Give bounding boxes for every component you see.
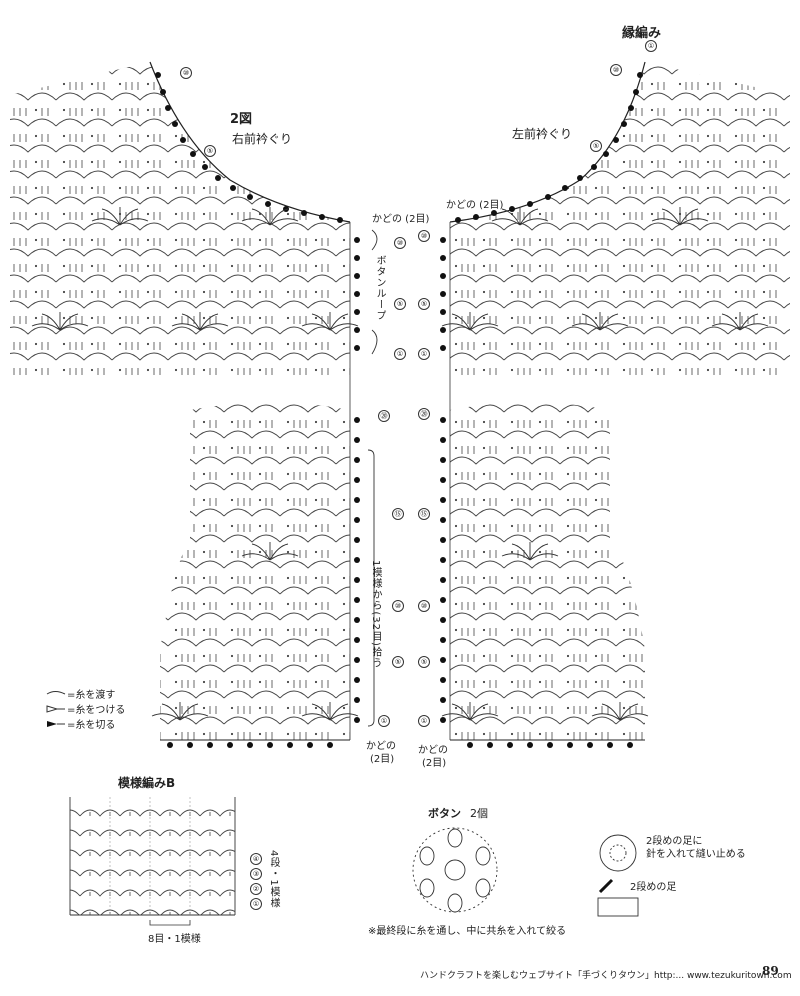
pass-yarn-icon	[46, 690, 66, 694]
row-number-3: ③	[250, 868, 262, 880]
kadono-bottom-left-2: (2目)	[422, 758, 447, 769]
row-number-10: ⑩	[418, 230, 430, 242]
row-number-10: ⑩	[180, 67, 192, 79]
row-number-1: ①	[378, 715, 390, 727]
row-number-1: ①	[394, 348, 406, 360]
right-neck-title: 右前衿ぐり	[232, 132, 293, 146]
kadono-top-right: かどの (2目)	[372, 214, 430, 225]
final-round-note: ※最終段に糸を通し、中に共糸を入れて絞る	[368, 926, 567, 937]
edging-title: 縁編み	[622, 26, 662, 41]
kadono-bottom-right-1: かどの	[366, 741, 396, 752]
button-sew-note-1: 2段めの足に	[646, 836, 703, 847]
row-number-20: ⑳	[418, 408, 430, 420]
repeat-rows-label: 4段・1模様	[268, 850, 279, 909]
row-number-1: ①	[645, 40, 657, 52]
legend-item: =糸を渡す	[45, 686, 125, 701]
legend-item: =糸を切る	[45, 716, 125, 731]
row-number-1: ①	[418, 715, 430, 727]
footer-site: ハンドクラフトを楽しむウェブサイト「手づくりタウン」http:... www.t…	[420, 971, 792, 981]
row-number-2: ②	[250, 883, 262, 895]
figure-title: 2図	[230, 112, 253, 127]
attach-yarn-icon	[46, 704, 65, 713]
row-number-1: ①	[250, 898, 262, 910]
pick-up-label: 1模様から(32目)拾う	[370, 560, 381, 669]
repeat-stitches-label: 8目・1模様	[148, 934, 201, 945]
row-number-10: ⑩	[394, 237, 406, 249]
row-number-15: ⑮	[392, 508, 404, 520]
kadono-bottom-left-1: かどの	[418, 745, 448, 756]
kadono-top-left: かどの (2目)	[446, 200, 504, 211]
row-number-20: ⑳	[378, 410, 390, 422]
pattern-b-title: 模様編みB	[118, 776, 176, 790]
second-row-leg-label: 2段めの足	[630, 882, 677, 893]
row-number-10: ⑩	[392, 600, 404, 612]
row-number-5: ⑤	[392, 656, 404, 668]
left-neck-title: 左前衿ぐり	[512, 127, 573, 141]
row-number-5: ⑤	[418, 298, 430, 310]
cut-yarn-icon	[47, 720, 65, 727]
button-title: ボタン	[428, 807, 461, 820]
row-number-5: ⑤	[590, 140, 602, 152]
button-loop-label: ボタンループ	[374, 255, 385, 321]
symbol-legend: =糸を渡す =糸をつける =糸を切る	[45, 686, 125, 731]
row-number-5: ⑤	[394, 298, 406, 310]
row-number-4: ④	[250, 853, 262, 865]
row-number-10: ⑩	[418, 600, 430, 612]
row-number-10: ⑩	[610, 64, 622, 76]
row-number-1: ①	[418, 348, 430, 360]
row-number-5: ⑤	[418, 656, 430, 668]
button-sew-note-2: 針を入れて縫い止める	[646, 849, 746, 860]
row-number-15: ⑮	[418, 508, 430, 520]
row-number-5: ⑤	[204, 145, 216, 157]
kadono-bottom-right-2: (2目)	[370, 754, 395, 765]
page-number: 89	[762, 964, 779, 978]
legend-item: =糸をつける	[45, 701, 125, 716]
button-count: 2個	[470, 807, 488, 820]
